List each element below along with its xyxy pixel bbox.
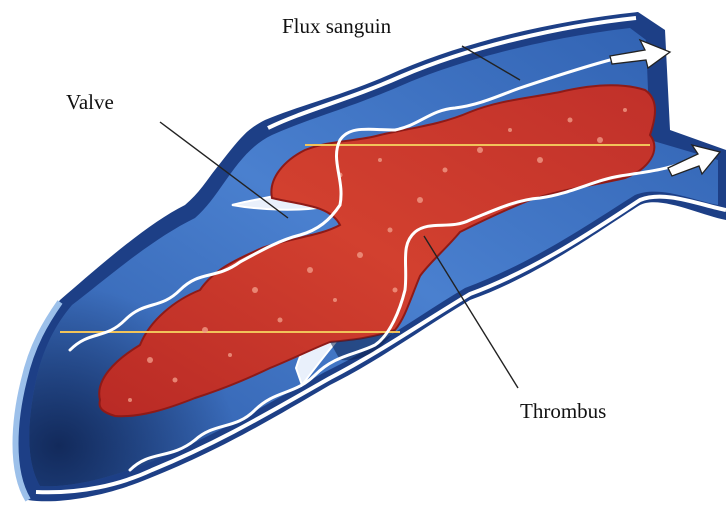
label-thrombus: Thrombus: [520, 401, 606, 422]
label-flux-sanguin: Flux sanguin: [282, 16, 391, 37]
label-valve: Valve: [66, 92, 114, 113]
